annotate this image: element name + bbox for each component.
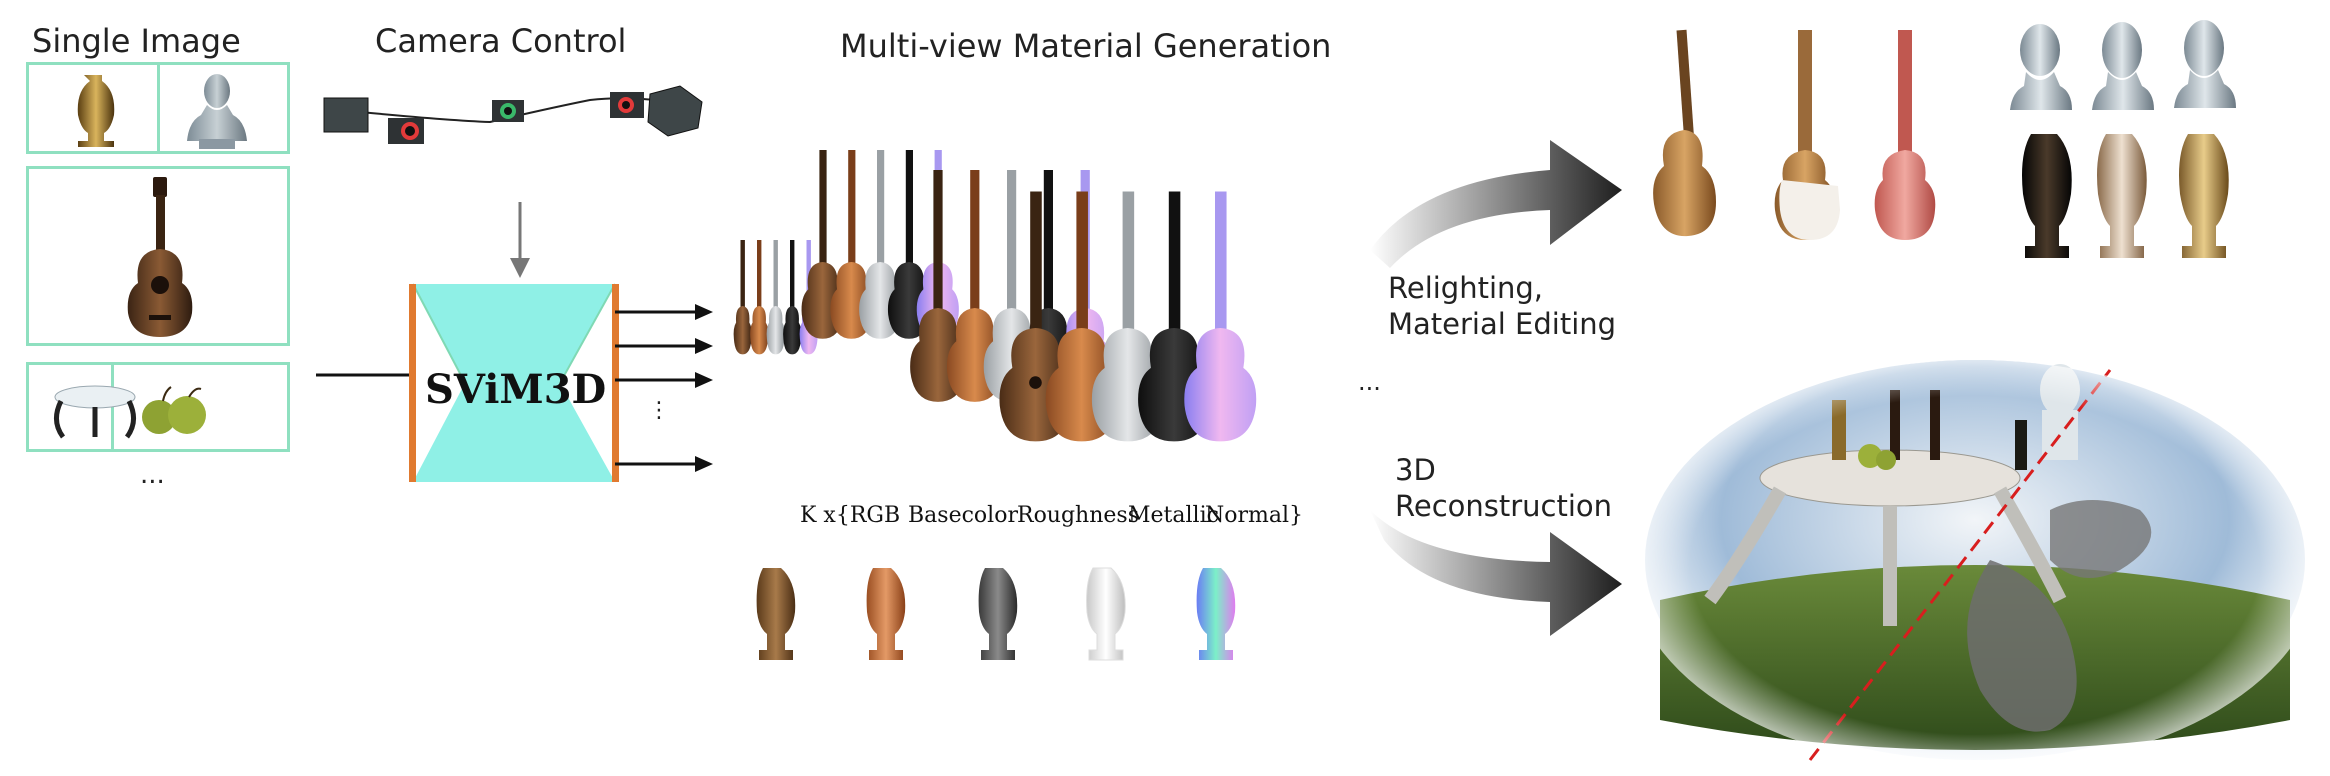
more-inputs-ellipsis: ... [140,460,165,490]
ukulele-relit-natural [1653,29,1716,237]
channel-metallic-label: Metallic [1128,503,1219,528]
bust-relit-back [2092,22,2154,110]
multiview-ukulele-grid [733,150,1257,442]
bust-relit-side [2174,20,2236,108]
vase-metallic [1086,567,1126,661]
vase-relit-dark [2022,134,2072,258]
input-thumbnail-selected [26,166,290,346]
vase-roughness [978,568,1018,660]
svim3d-model-block [409,283,619,482]
vase-channel-renders [756,567,1236,661]
camera-icon [323,97,369,133]
input-thumbnail-row-top [26,62,290,154]
vase-normal [1196,568,1236,660]
model-output-arrows [615,304,713,472]
vase-basecolor [866,568,906,660]
reconstruction-scene [1630,360,2320,770]
vase-and-bust-thumbnails [77,74,247,149]
channel-basecolor-label: Basecolor [908,503,1018,528]
input-thumbnail-row-bottom [26,362,290,452]
single-image-heading: Single Image [32,22,241,60]
table-and-pears-thumbnails [54,385,206,439]
ukulele-view [999,191,1257,442]
camera-icon [610,92,644,118]
relighting-arrow [1370,140,1622,268]
ukulele-relit-pink [1874,30,1936,240]
output-arrows-ellipsis: ⋮ [648,398,670,423]
camera-control-heading: Camera Control [375,22,627,60]
reconstruction-arrow [1370,510,1622,636]
bust-relit-front [2010,24,2072,110]
channel-roughness-label: Roughness [1017,503,1139,528]
channel-normal-label: Normal} [1205,503,1304,528]
camera-icon [647,85,703,137]
channel-prefix-label: K x{RGB [800,503,901,528]
model-name-label: SViM3D [425,366,607,413]
relighting-label: Relighting, Material Editing [1388,271,1617,342]
camera-to-model-arrow [510,202,530,278]
camera-icon [388,118,424,144]
ukulele-input-image [127,177,193,337]
relit-object-renders [1653,20,2236,258]
vase-relit-gold [2179,134,2229,258]
camera-icon [492,100,524,122]
ukulele-relit-white [1774,30,1840,240]
camera-trajectory [323,85,703,144]
multiview-ellipsis: ... [1358,368,1381,396]
vase-relit-ceramic [2097,134,2147,258]
multiview-heading: Multi-view Material Generation [840,27,1332,65]
input-connector-line [316,373,416,377]
vase-rgb [756,568,796,660]
reconstruction-label: 3D Reconstruction [1395,453,1613,524]
